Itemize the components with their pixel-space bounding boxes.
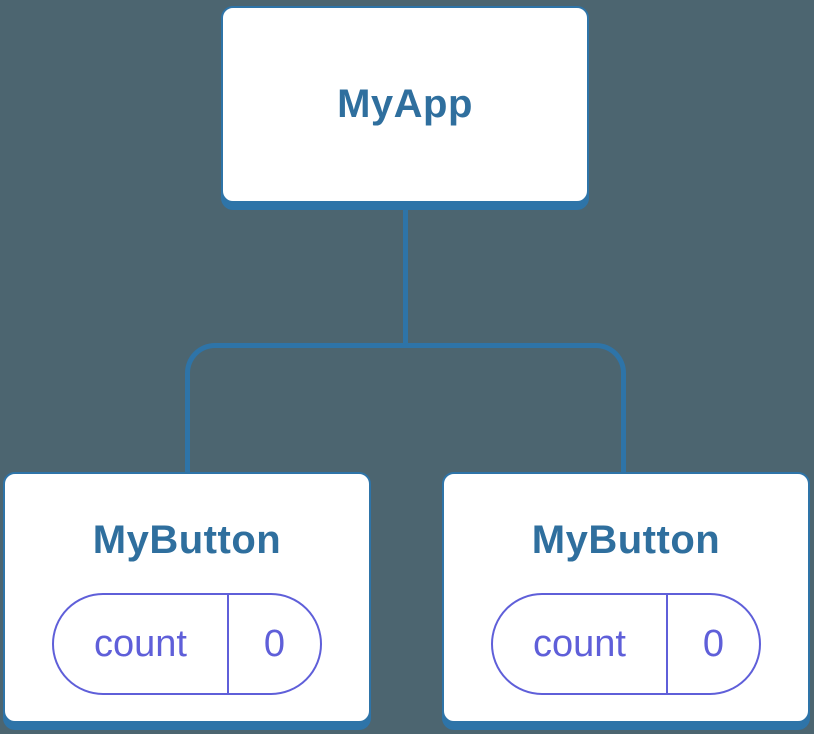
node-mybutton-right: MyButton count 0	[442, 472, 810, 723]
node-myapp: MyApp	[221, 6, 589, 203]
state-pill: count 0	[491, 593, 761, 695]
node-title: MyButton	[92, 518, 282, 562]
state-pill-label-cell: count	[493, 595, 668, 693]
connector-bracket	[185, 343, 626, 472]
connector-stem	[403, 208, 408, 345]
node-title: MyButton	[531, 518, 721, 562]
state-value: 0	[702, 622, 725, 665]
state-value: 0	[263, 622, 286, 665]
state-pill-value-cell: 0	[229, 595, 320, 693]
state-label: count	[94, 622, 187, 665]
state-pill: count 0	[52, 593, 322, 695]
state-label: count	[533, 622, 626, 665]
node-mybutton-left: MyButton count 0	[3, 472, 371, 723]
node-title: MyApp	[337, 82, 473, 126]
state-pill-value-cell: 0	[668, 595, 759, 693]
state-pill-label-cell: count	[54, 595, 229, 693]
